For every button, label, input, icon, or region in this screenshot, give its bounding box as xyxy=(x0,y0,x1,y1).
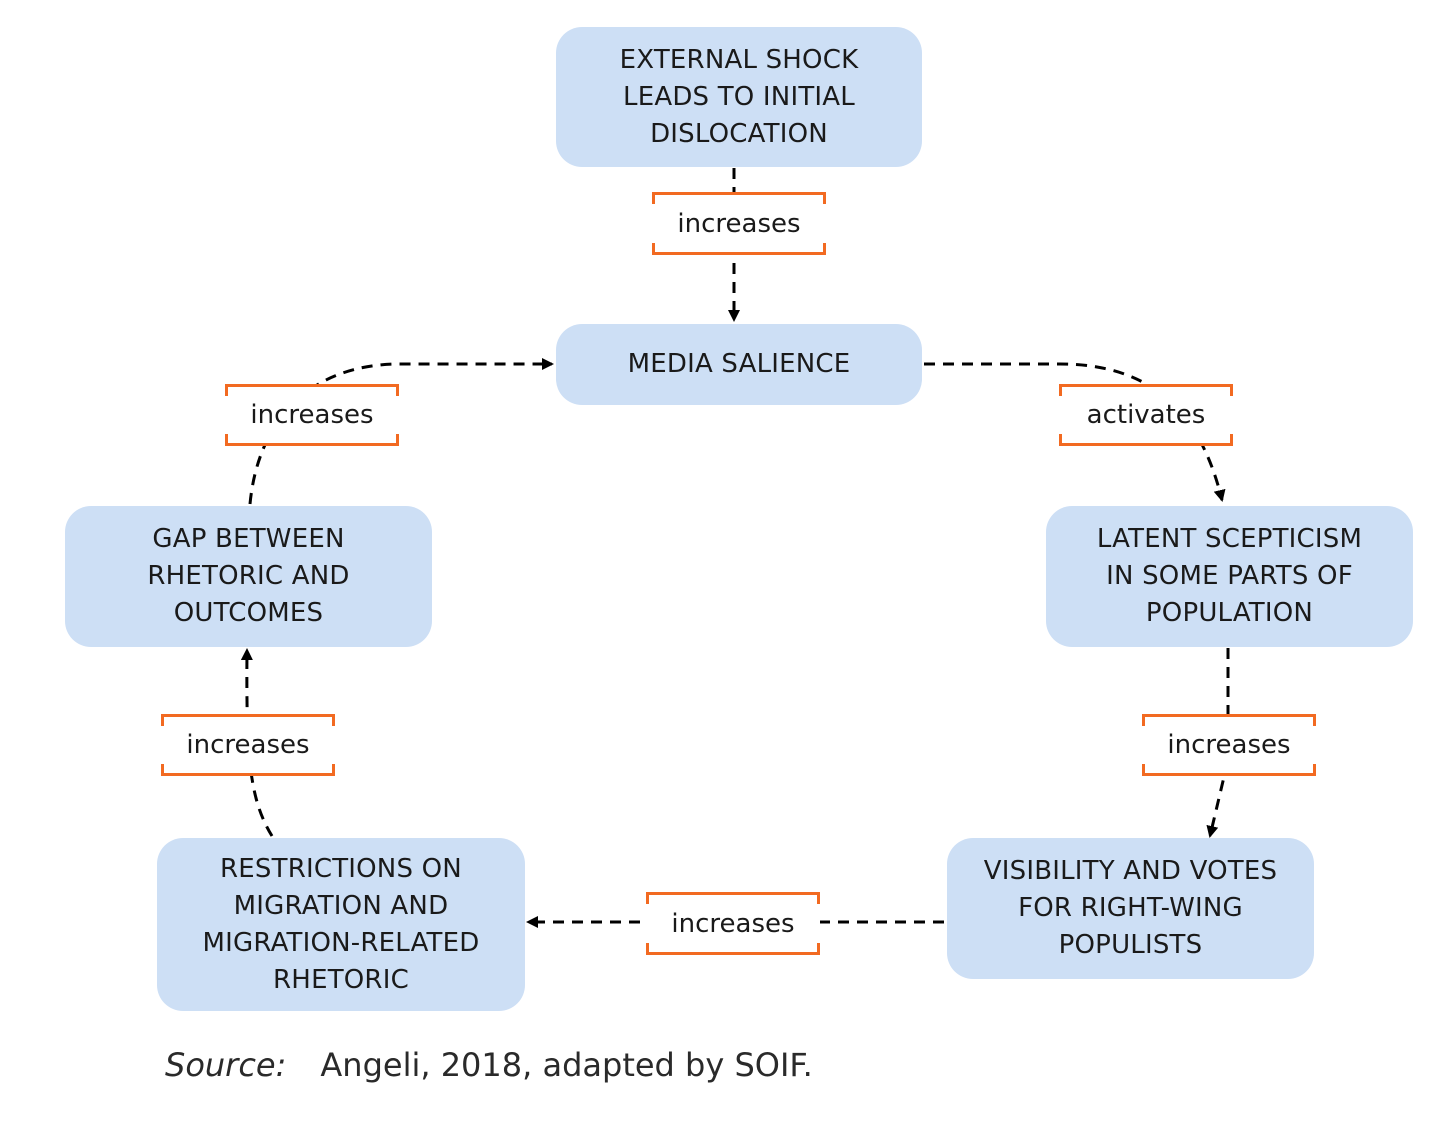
label-gap-to-media: increases xyxy=(225,384,399,446)
label-shock-to-media: increases xyxy=(652,192,826,255)
bracket-tick xyxy=(161,764,164,776)
bracket-tick xyxy=(652,243,655,255)
bracket-tick xyxy=(396,384,399,396)
label-visibility-to-restrictions: increases xyxy=(646,892,820,955)
bracket-tick xyxy=(652,192,655,204)
bracket-tick xyxy=(161,714,164,726)
bracket-tick xyxy=(225,434,228,446)
connector-restrictions-to-gap xyxy=(240,648,274,837)
node-gap: GAP BETWEEN RHETORIC AND OUTCOMES xyxy=(65,506,432,647)
source-note: Source: Angeli, 2018, adapted by SOIF. xyxy=(165,1046,813,1084)
bracket-tick xyxy=(1059,384,1062,396)
source-label: Source: xyxy=(165,1046,287,1084)
node-visibility-votes: VISIBILITY AND VOTES FOR RIGHT-WING POPU… xyxy=(947,838,1314,979)
bracket-tick xyxy=(646,892,649,904)
bracket-tick xyxy=(823,243,826,255)
bracket-tick xyxy=(817,892,820,904)
bracket-tick xyxy=(1230,384,1233,396)
label-media-to-latent: activates xyxy=(1059,384,1233,446)
node-media-salience: MEDIA SALIENCE xyxy=(556,324,922,405)
bracket-tick xyxy=(1313,764,1316,776)
node-external-shock: EXTERNAL SHOCK LEADS TO INITIAL DISLOCAT… xyxy=(556,27,922,167)
bracket-tick xyxy=(332,714,335,726)
bracket-tick xyxy=(225,384,228,396)
bracket-tick xyxy=(817,943,820,955)
bracket-tick xyxy=(1142,764,1145,776)
bracket-tick xyxy=(1313,714,1316,726)
bracket-tick xyxy=(1142,714,1145,726)
node-restrictions: RESTRICTIONS ON MIGRATION AND MIGRATION-… xyxy=(157,838,525,1011)
bracket-tick xyxy=(823,192,826,204)
bracket-tick xyxy=(396,434,399,446)
node-latent-scepticism: LATENT SCEPTICISM IN SOME PARTS OF POPUL… xyxy=(1046,506,1413,647)
source-text: Angeli, 2018, adapted by SOIF. xyxy=(320,1046,813,1084)
bracket-tick xyxy=(1059,434,1062,446)
label-restrictions-to-gap: increases xyxy=(161,714,335,776)
bracket-tick xyxy=(646,943,649,955)
bracket-tick xyxy=(332,764,335,776)
label-latent-to-visibility: increases xyxy=(1142,714,1316,776)
bracket-tick xyxy=(1230,434,1233,446)
connector-media-to-latent xyxy=(924,362,1226,502)
